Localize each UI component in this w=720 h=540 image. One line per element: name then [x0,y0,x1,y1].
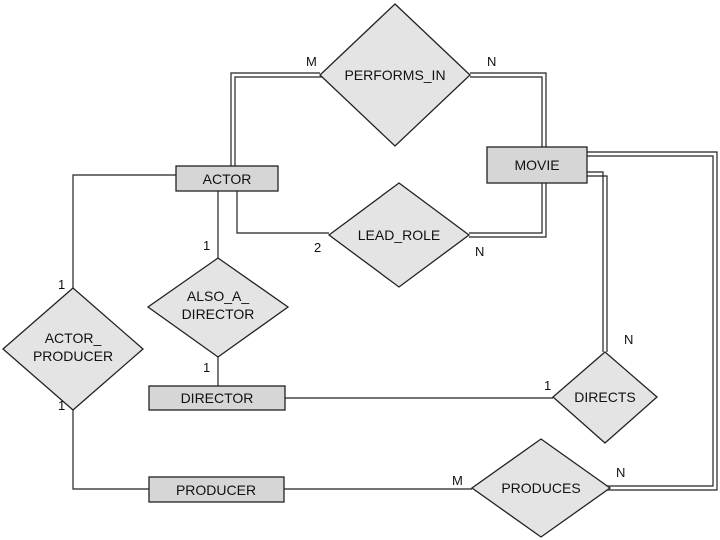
entity-director-label: DIRECTOR [181,390,254,406]
cardinality-directs-director: 1 [544,378,551,393]
cardinality-performs-in-actor: M [306,54,317,69]
cardinality-also-a-director-director: 1 [203,360,210,375]
line-directs-movie-inner [587,175,608,352]
line-lead-role-movie-inner [469,183,547,238]
cardinality-lead-role-actor: 2 [314,240,321,255]
relationship-lead-role-label: LEAD_ROLE [358,227,440,243]
relationship-also-a-director: ALSO_A_ DIRECTOR [146,257,290,358]
line-actor-lead-role [236,191,329,234]
line-actor-producer-producer [72,410,149,490]
relationship-actor-producer-label-line1: ACTOR_ [45,330,102,346]
line-produces-movie [587,155,714,487]
relationship-produces: PRODUCES [470,438,612,538]
entity-producer-label: PRODUCER [176,482,256,498]
relationship-directs-label: DIRECTS [574,389,635,405]
cardinality-produces-producer: M [452,473,463,488]
relationship-actor-producer: ACTOR_ PRODUCER [2,287,144,411]
relationship-actor-producer-label-line2: PRODUCER [33,348,113,364]
entity-actor-label: ACTOR [203,171,252,187]
entity-actor: ACTOR [175,165,279,192]
entity-movie: MOVIE [486,146,588,184]
cardinality-directs-movie: N [624,332,633,347]
relationship-produces-label: PRODUCES [501,480,580,496]
line-directs-movie [587,171,604,352]
cardinality-performs-in-movie: N [487,54,496,69]
line-performs-in-movie [470,72,547,147]
line-performs-in-movie-inner [470,76,543,147]
line-actor-performs-in [230,72,320,166]
relationship-directs: DIRECTS [552,351,658,444]
entity-producer: PRODUCER [148,476,285,503]
relationship-also-a-director-label-line1: ALSO_A_ [187,288,249,304]
relationship-performs-in-label: PERFORMS_IN [344,67,445,83]
cardinality-also-a-director-actor: 1 [203,238,210,253]
relationship-also-a-director-label-line2: DIRECTOR [182,306,255,322]
relationship-performs-in: PERFORMS_IN [319,3,471,147]
line-produces-movie-inner [587,151,718,491]
entity-movie-label: MOVIE [514,157,559,173]
line-actor-performs-in-inner [234,76,324,166]
cardinality-actor-producer-actor: 1 [58,277,65,292]
cardinality-lead-role-movie: N [475,244,484,259]
line-actor-actor-producer [72,174,176,288]
connectors [72,72,718,491]
cardinality-actor-producer-producer: 1 [58,398,65,413]
cardinality-labels: M N 2 N 1 1 1 1 1 N M N [58,54,633,488]
entity-director: DIRECTOR [148,385,286,411]
line-lead-role-movie [469,183,543,234]
cardinality-produces-movie: N [616,465,625,480]
relationship-lead-role: LEAD_ROLE [327,182,471,288]
